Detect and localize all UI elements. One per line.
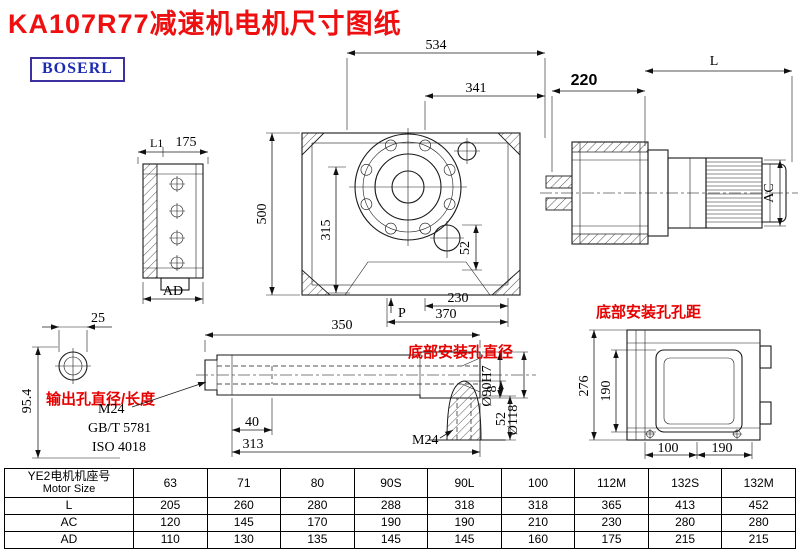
table-header-row: YE2电机机座号 Motor Size 63 71 80 90S 90L 100… (4, 468, 796, 498)
bottom-hole-detail: 底部安装孔直径 8 52 M24 (408, 343, 516, 448)
table-cell: 205 (133, 496, 208, 515)
rear-housing (626, 329, 761, 441)
motor-size-col: 63 (133, 468, 208, 498)
dim-p: P (398, 306, 406, 321)
table-row-AC: AC 120 145 170 190 190 210 230 280 280 (4, 513, 796, 532)
table-cell: 145 (206, 513, 282, 532)
thread-M24: M24 (98, 402, 124, 417)
motor-size-col: 71 (206, 468, 282, 498)
table-cell: 130 (206, 530, 282, 549)
dim-L1: L1 (150, 136, 163, 150)
dim-bore: Ø90H7 (480, 365, 495, 406)
table-cell: 145 (353, 530, 429, 549)
table-row-L: L 205 260 280 288 318 318 365 413 452 (4, 496, 796, 515)
table-cell: 190 (353, 513, 429, 532)
table-cell: 145 (427, 530, 502, 549)
bottom-hole-pitch-label: 底部安装孔孔距 (596, 303, 701, 321)
dim-341: 341 (466, 81, 487, 96)
motor-size-col: 100 (500, 468, 576, 498)
table-cell: 190 (427, 513, 502, 532)
dim-100: 100 (658, 441, 679, 456)
dim-500: 500 (255, 204, 270, 225)
bolt-holes (360, 139, 456, 235)
table-cell: 280 (647, 513, 723, 532)
table-cell: 110 (133, 530, 208, 549)
dim-190-side: 190 (599, 381, 614, 402)
table-cell: 280 (721, 513, 796, 532)
dim-40: 40 (245, 415, 259, 430)
dim-534: 534 (426, 38, 447, 53)
table-cell: 318 (500, 496, 576, 515)
table-cell: 280 (280, 496, 355, 515)
table-cell: 215 (647, 530, 723, 549)
technical-drawing: 534 341 500 315 52 P 230 370 (20, 38, 798, 459)
row-label: AD (4, 530, 134, 549)
motor-size-col: 132M (721, 468, 796, 498)
table-cell: 120 (133, 513, 208, 532)
table-cell: 215 (721, 530, 796, 549)
dim-25: 25 (91, 311, 105, 326)
dim-52-front: 52 (458, 241, 473, 255)
table-cell: 288 (353, 496, 429, 515)
output-hole-label: 输出孔直径/长度 (46, 390, 156, 408)
table-cell: 365 (574, 496, 649, 515)
table-cell: 452 (721, 496, 796, 515)
dim-315: 315 (319, 220, 334, 241)
output-shaft-section (545, 175, 573, 189)
dim-52-boss: 52 (494, 412, 509, 426)
side-view: 220 L AC (540, 54, 798, 245)
front-view: 534 341 500 315 52 P 230 370 (255, 38, 546, 327)
flange-side-view: L1 175 AD (137, 135, 209, 304)
motor-size-col: 132S (647, 468, 723, 498)
rear-view: 底部安装孔孔距 276 190 100 190 (577, 303, 772, 459)
row-label: L (4, 496, 134, 515)
shaft-end-view: 25 95.4 (20, 311, 120, 459)
std-iso: ISO 4018 (92, 440, 146, 455)
dim-L: L (710, 54, 719, 69)
table-cell: 160 (500, 530, 576, 549)
dim-AC: AC (762, 183, 777, 202)
table-header-cn: YE2电机机座号 (27, 469, 111, 483)
row-label: AC (4, 513, 134, 532)
motor-size-table: YE2电机机座号 Motor Size 63 71 80 90S 90L 100… (4, 468, 796, 549)
dim-8: 8 (485, 386, 500, 393)
page-title: KA107R77减速机电机尺寸图纸 (8, 9, 402, 39)
motor-size-col: 112M (574, 468, 649, 498)
table-row-AD: AD 110 130 135 145 145 160 175 215 215 (4, 530, 796, 549)
motor-size-col: 90L (427, 468, 502, 498)
dim-95-4: 95.4 (20, 389, 35, 414)
brand-text: BOSERL (42, 60, 113, 77)
brand-logo: BOSERL (30, 57, 125, 82)
table-cell: 170 (280, 513, 355, 532)
table-header-cell: YE2电机机座号 Motor Size (4, 468, 134, 498)
motor-size-col: 80 (280, 468, 355, 498)
table-cell: 175 (574, 530, 649, 549)
table-cell: 210 (500, 513, 576, 532)
dim-276: 276 (577, 376, 592, 397)
table-cell: 413 (647, 496, 723, 515)
bottom-hole-dia-label: 底部安装孔直径 (408, 343, 513, 361)
dim-220: 220 (571, 72, 598, 89)
dim-230: 230 (448, 291, 469, 306)
motor-size-col: 90S (353, 468, 429, 498)
table-cell: 230 (574, 513, 649, 532)
std-gb: GB/T 5781 (88, 421, 151, 436)
output-shaft-view: 350 输出孔直径/长度 M24 GB/T 5781 ISO 4018 40 3… (46, 318, 536, 457)
dim-190-bottom: 190 (712, 441, 733, 456)
housing-outline (301, 132, 521, 296)
dim-AD: AD (163, 284, 183, 299)
dim-350: 350 (332, 318, 353, 333)
dim-370: 370 (436, 307, 457, 322)
dim-313: 313 (243, 437, 264, 452)
thread-M24-bottom: M24 (412, 433, 438, 448)
table-cell: 318 (427, 496, 502, 515)
table-header-en: Motor Size (42, 483, 96, 496)
table-cell: 260 (206, 496, 282, 515)
dim-175: 175 (176, 135, 197, 150)
table-cell: 135 (280, 530, 355, 549)
